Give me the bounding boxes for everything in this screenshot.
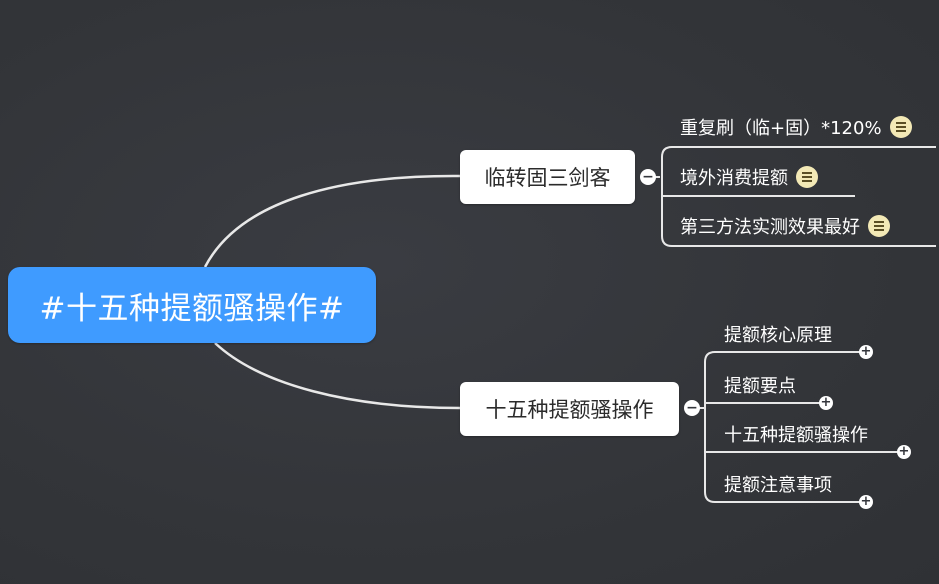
collapse-branch-1-minus-icon[interactable]: − bbox=[640, 169, 656, 185]
leaf-1-1[interactable]: 重复刷（临+固）*120% bbox=[680, 114, 912, 140]
leaf-1-3[interactable]: 第三方法实测效果最好 bbox=[680, 213, 890, 239]
leaf-1-3-label: 第三方法实测效果最好 bbox=[680, 217, 860, 238]
leaf-2-1[interactable]: 提额核心原理 bbox=[724, 321, 832, 347]
leaf-2-2[interactable]: 提额要点 bbox=[724, 372, 796, 398]
branch-1-label: 临转固三剑客 bbox=[484, 166, 611, 190]
bracket-branch-2 bbox=[704, 351, 716, 503]
branch-node-1[interactable]: 临转固三剑客 bbox=[460, 150, 635, 204]
leaf-2-2-label: 提额要点 bbox=[724, 376, 796, 397]
connector-root-branch-2 bbox=[214, 342, 461, 410]
leaf-1-2-label: 境外消费提额 bbox=[680, 168, 788, 189]
note-icon[interactable] bbox=[889, 116, 912, 138]
leaf-1-2[interactable]: 境外消费提额 bbox=[680, 164, 818, 190]
expand-leaf-2-3-plus-icon[interactable]: + bbox=[897, 444, 911, 459]
branch-2-label: 十五种提额骚操作 bbox=[485, 398, 654, 422]
expand-leaf-2-1-plus-icon[interactable]: + bbox=[859, 344, 873, 359]
expand-leaf-2-4-plus-icon[interactable]: + bbox=[859, 494, 873, 509]
leaf-1-1-label: 重复刷（临+固）*120% bbox=[680, 118, 882, 139]
connector-root-branch-1 bbox=[203, 174, 461, 268]
branch-node-2[interactable]: 十五种提额骚操作 bbox=[460, 382, 679, 436]
leaf-2-4[interactable]: 提额注意事项 bbox=[724, 471, 832, 497]
leaf-2-3-label: 十五种提额骚操作 bbox=[724, 425, 868, 446]
root-node[interactable]: #十五种提额骚操作# bbox=[8, 267, 376, 343]
note-icon[interactable] bbox=[796, 166, 818, 188]
leaf-2-1-label: 提额核心原理 bbox=[724, 325, 832, 346]
leaf-2-4-label: 提额注意事项 bbox=[724, 475, 832, 496]
collapse-branch-2-minus-icon[interactable]: − bbox=[684, 400, 700, 416]
root-label: #十五种提额骚操作# bbox=[39, 290, 345, 327]
leaf-2-3[interactable]: 十五种提额骚操作 bbox=[724, 421, 868, 447]
note-icon[interactable] bbox=[868, 215, 890, 237]
expand-leaf-2-2-plus-icon[interactable]: + bbox=[819, 395, 833, 410]
